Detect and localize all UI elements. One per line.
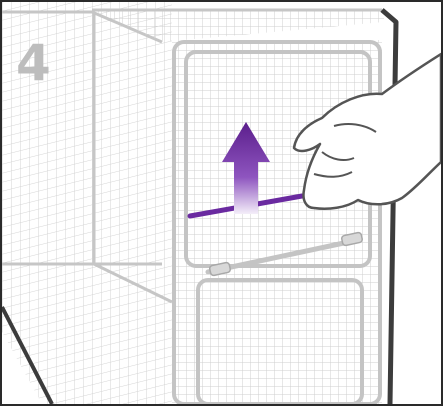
- step-number: 4: [16, 34, 51, 92]
- hinge-spring-right: [340, 231, 364, 247]
- cage-edge: [2, 8, 399, 404]
- cage-front: [172, 40, 382, 404]
- cage-top: [92, 8, 384, 42]
- hinge-spring-left: [208, 261, 232, 277]
- cage-side-wall: [2, 2, 173, 404]
- arrow-up-icon: [222, 122, 270, 214]
- hand-icon: [292, 52, 441, 210]
